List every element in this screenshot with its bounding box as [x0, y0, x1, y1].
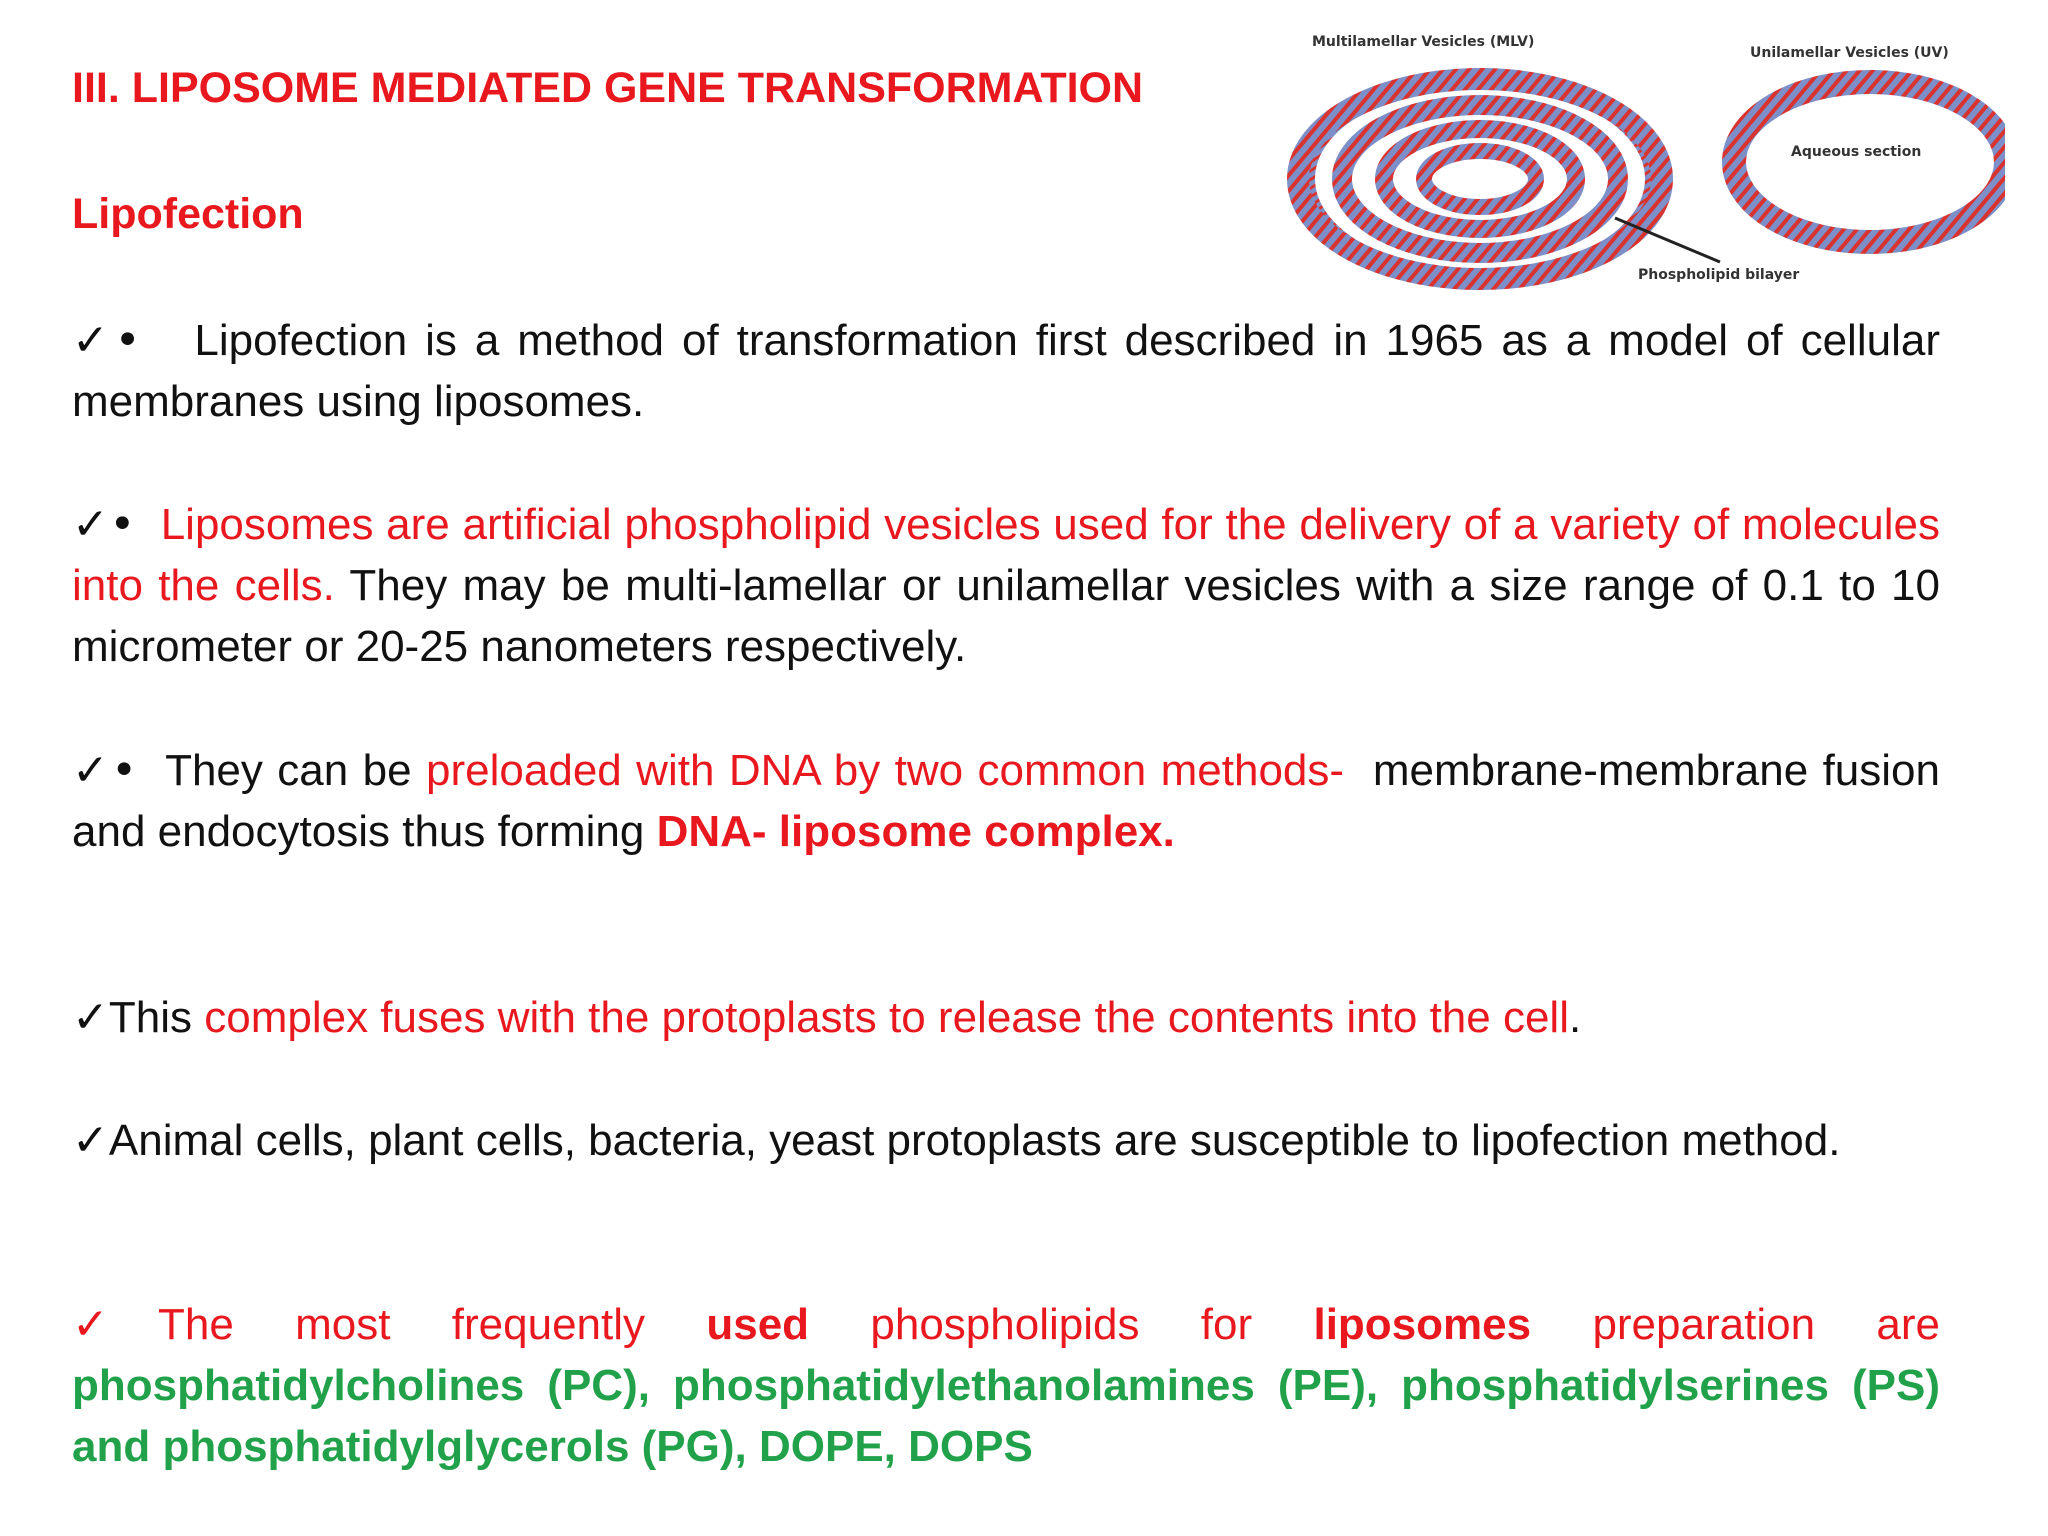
paragraph-5: ✓Animal cells, plant cells, bacteria, ye… — [72, 1110, 1940, 1171]
paragraph-6-part2: phospholipids for — [870, 1300, 1253, 1349]
paragraph-3-red: preloaded with DNA by two common methods… — [426, 746, 1345, 795]
paragraph-5-text: Animal cells, plant cells, bacteria, yea… — [108, 1116, 1841, 1165]
check-icon: ✓ — [72, 992, 109, 1043]
paragraph-4-tail: . — [1569, 993, 1582, 1042]
bilayer-label: Phospholipid bilayer — [1638, 267, 1799, 283]
aqueous-label: Aqueous section — [1791, 144, 1921, 160]
check-icon: ✓ — [72, 315, 115, 366]
paragraph-1: ✓• Lipofection is a method of transforma… — [72, 310, 1940, 432]
paragraph-6-bold1: used — [706, 1300, 810, 1349]
paragraph-6-green: phosphatidylcholines (PC), phosphatidyle… — [72, 1361, 1940, 1471]
mlv-label: Multilamellar Vesicles (MLV) — [1312, 34, 1534, 50]
slide-heading: III. LIPOSOME MEDIATED GENE TRANSFORMATI… — [72, 64, 1144, 112]
bilayer-pointer-line — [1614, 216, 1721, 264]
paragraph-2-text: They may be multi-lamellar or unilamella… — [72, 561, 1941, 671]
paragraph-4-red: complex fuses with the protoplasts to re… — [204, 993, 1569, 1042]
mlv-vesicle — [1287, 68, 1673, 290]
bullet-icon: • — [114, 315, 141, 366]
paragraph-6-part3: preparation are — [1592, 1300, 1940, 1349]
check-icon: ✓ — [72, 1115, 109, 1166]
paragraph-2: ✓• Liposomes are artificial phospholipid… — [72, 494, 1940, 677]
uv-vesicle — [1722, 70, 2018, 254]
paragraph-3-middle: membrane-membrane fusion and endocytosis… — [72, 746, 1940, 856]
paragraph-6-part1: The most frequently — [157, 1300, 646, 1349]
paragraph-1-text: Lipofection is a method of transformatio… — [72, 316, 1940, 426]
liposome-diagram: Multilamellar Vesicles (MLV) Unilamellar… — [1287, 34, 2018, 290]
bullet-icon: • — [111, 745, 138, 796]
paragraph-6: ✓The most frequently used phospholipids … — [72, 1294, 1940, 1477]
uv-label: Unilamellar Vesicles (UV) — [1750, 45, 1949, 61]
check-icon: ✓ — [72, 745, 112, 796]
paragraph-3-red-bold: DNA- liposome complex. — [656, 807, 1175, 856]
paragraph-3: ✓• They can be preloaded with DNA by two… — [72, 740, 1940, 862]
check-icon: ✓ — [72, 499, 110, 550]
paragraph-4-lead: This — [108, 993, 192, 1042]
paragraph-3-lead: They can be — [165, 746, 412, 795]
paragraph-6-bold2: liposomes — [1313, 1300, 1532, 1349]
check-icon: ✓ — [72, 1299, 158, 1350]
liposome-figure: Multilamellar Vesicles (MLV) Unilamellar… — [1245, 22, 2018, 292]
paragraph-2-red-lead: Liposomes are artificial phospholipid ve… — [72, 500, 1940, 610]
slide-subheading: Lipofection — [72, 190, 304, 238]
bullet-icon: • — [109, 499, 136, 550]
paragraph-4: ✓This complex fuses with the protoplasts… — [72, 987, 1940, 1048]
